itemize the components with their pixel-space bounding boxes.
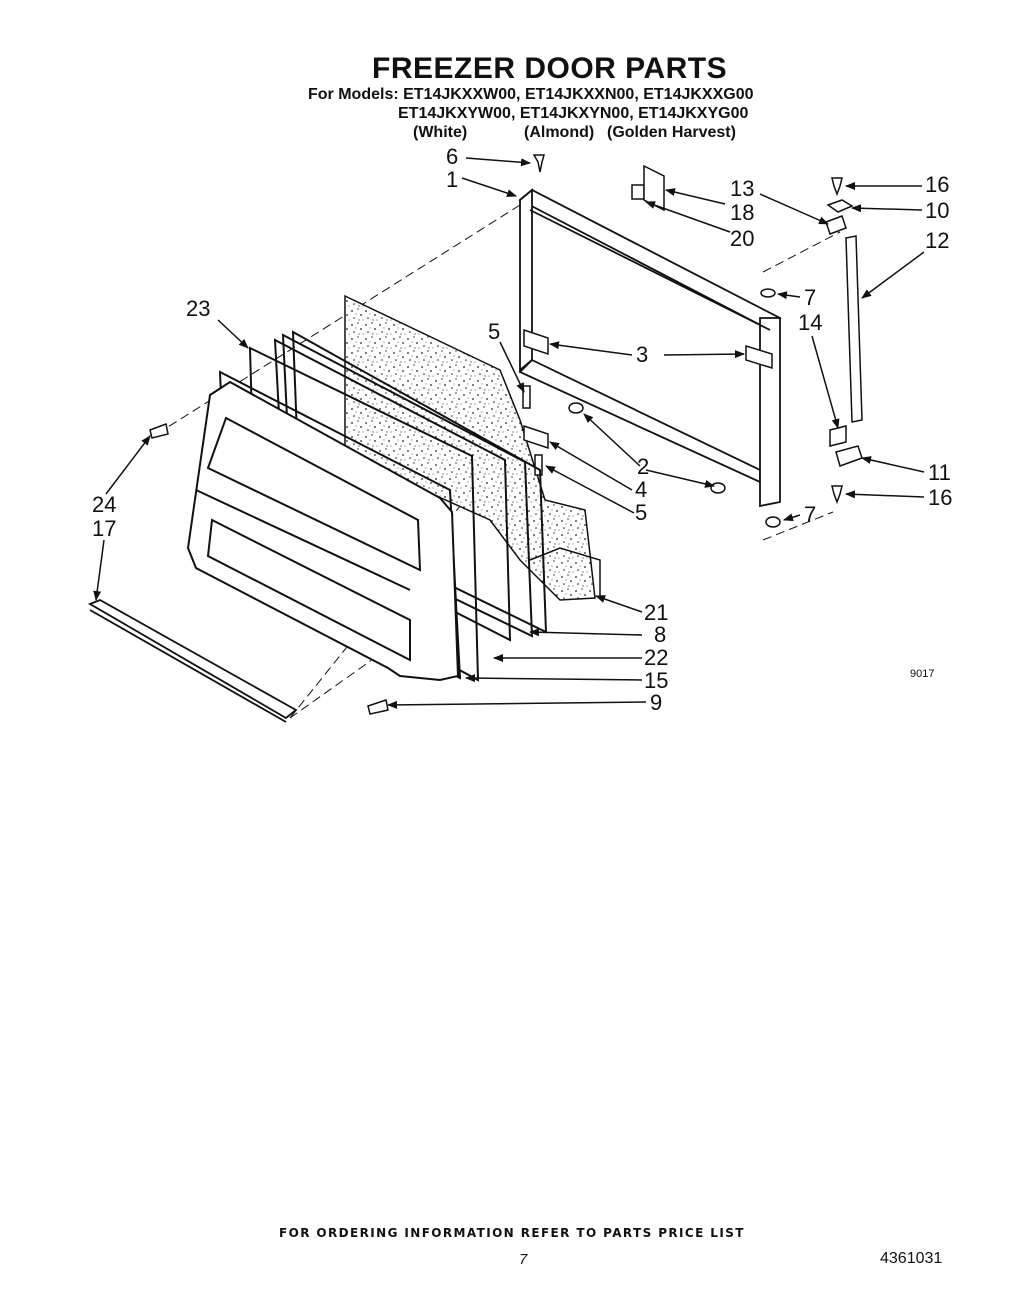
door-frame <box>518 188 782 508</box>
callout-label: 12 <box>925 228 949 253</box>
callout-label: 8 <box>654 622 666 647</box>
door-shelf-bar <box>87 599 298 723</box>
callout-label: 5 <box>635 500 647 525</box>
hinge-bracket <box>523 328 773 450</box>
model-list-line-1: For Models: ET14JKXXW00, ET14JKXXN00, ET… <box>308 86 754 103</box>
callout-label: 16 <box>925 172 949 197</box>
bottom-hinge-assembly <box>829 425 863 467</box>
callout-label: 15 <box>644 668 668 693</box>
drawing-code: 9017 <box>910 668 934 680</box>
callout-label: 24 <box>92 492 116 517</box>
callout-label: 2 <box>637 454 649 479</box>
top-hinge-assembly <box>643 164 863 423</box>
ordering-note: FOR ORDERING INFORMATION REFER TO PARTS … <box>279 1226 745 1240</box>
color-label-white: (White) <box>413 124 468 141</box>
callout-label: 14 <box>798 310 822 335</box>
callout-label: 13 <box>730 176 754 201</box>
callout-label: 16 <box>928 485 952 510</box>
callout-label: 5 <box>488 319 500 344</box>
callout-label: 7 <box>804 285 816 310</box>
color-label-almond: (Almond) <box>524 124 595 141</box>
callout-labels: 6 1 13 16 18 10 20 12 7 23 5 14 3 2 11 4… <box>92 144 952 715</box>
callout-label: 23 <box>186 296 210 321</box>
callout-label: 11 <box>928 460 951 485</box>
callout-label: 3 <box>636 342 648 367</box>
callout-label: 4 <box>635 477 647 502</box>
callout-label: 18 <box>730 200 754 225</box>
color-label-golden-harvest: (Golden Harvest) <box>607 124 736 141</box>
door-liner <box>186 380 460 682</box>
page-number: 7 <box>519 1251 528 1268</box>
callout-label: 6 <box>446 144 458 169</box>
callout-label: 21 <box>644 600 668 625</box>
callout-label: 9 <box>650 690 662 715</box>
callout-label: 1 <box>446 167 458 192</box>
document-number: 4361031 <box>880 1250 943 1267</box>
page-title: FREEZER DOOR PARTS <box>372 52 728 85</box>
callout-label: 10 <box>925 198 949 223</box>
leader-arrows <box>93 157 925 709</box>
callout-label: 22 <box>644 645 668 670</box>
callout-label: 7 <box>804 502 816 527</box>
fasteners <box>149 154 843 715</box>
model-list-line-2: ET14JKXYW00, ET14JKXYN00, ET14JKXYG00 <box>398 105 749 122</box>
callout-label: 20 <box>730 226 754 251</box>
callout-label: 17 <box>92 516 116 541</box>
